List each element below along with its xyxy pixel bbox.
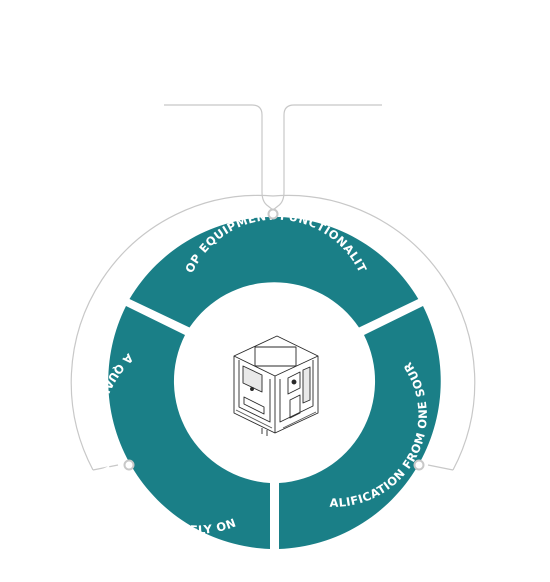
connector-lines [164,104,382,211]
outer-outline [70,194,476,471]
connector-dots [123,208,425,471]
lab-equipment-machine-icon [233,335,319,436]
connector-dot-left [123,459,135,471]
connector-dot-right [413,459,425,471]
connector-dot-top [267,208,279,220]
segment-left[interactable]: A QUALIFICATION TEAM YOU CAN RELY ON [91,306,271,549]
segment-top[interactable]: TOP EQUIPMENT FUNCTIONALITY [0,0,419,328]
